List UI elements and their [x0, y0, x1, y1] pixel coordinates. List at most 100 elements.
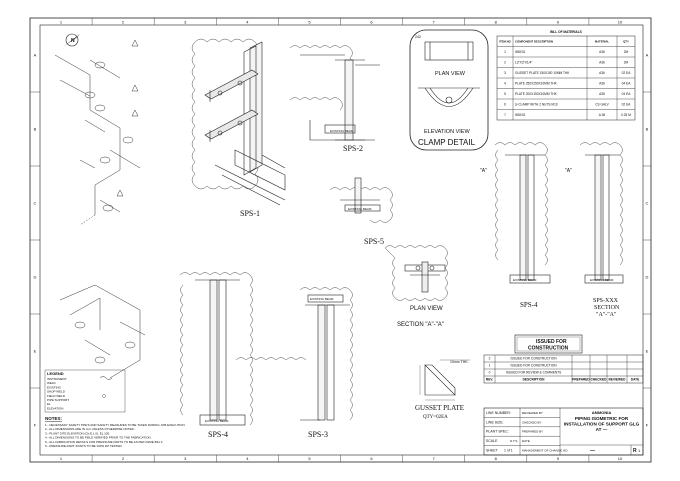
- sps4-left-label: SPS-4: [208, 430, 228, 439]
- clamp-elevation-view: ELEVATION VIEW: [424, 129, 470, 135]
- gusset-label: GUSSET PLATE: [415, 404, 464, 412]
- spsxxx-aa: "A"-"A": [596, 312, 617, 318]
- bom-cell: A36: [599, 92, 605, 96]
- grid-col-top-label: 1: [60, 20, 63, 25]
- issued-line-1: ISSUED FOR: [536, 339, 567, 345]
- grid-col-top-label: 10: [618, 20, 623, 25]
- svg-text:N: N: [71, 38, 75, 44]
- grid-col-bottom-label: 6: [370, 456, 373, 461]
- bom-title: BILL OF MATERIALS: [550, 30, 582, 34]
- isometric-piping-lower: [59, 284, 146, 379]
- grid-col-top-label: 6: [370, 20, 373, 25]
- bom-cell: A36: [599, 81, 605, 85]
- tb-mid-label: MANAGEMENT OF CHANGE NO.: [522, 449, 568, 453]
- grid-row-left-label: D: [34, 275, 37, 280]
- section-aa-label: SECTION "A"-"A": [397, 322, 444, 328]
- grid-col-bottom-label: 4: [246, 456, 249, 461]
- bom-cell: 4: [504, 81, 506, 85]
- grid-row-left-label: B: [34, 127, 37, 132]
- gusset-qty: QTY=02EA: [423, 415, 448, 420]
- sps4-right-view: [494, 142, 551, 284]
- legend-item: SHOP WELD: [47, 390, 66, 394]
- tb-title-2: INSTALLATION OF SUPPORT GLG: [564, 422, 640, 427]
- bom-cell: 02 EA: [622, 71, 632, 75]
- grid-col-bottom-label: 9: [557, 456, 560, 461]
- rev-header-cell: PREPARED: [572, 378, 590, 382]
- note-item: 3.- PLANT SITE ELEVATION (Ch.E.L 0), EL …: [45, 431, 110, 435]
- bom-cell: 04 EA: [622, 81, 632, 85]
- sps1-isometric-view: [191, 38, 286, 206]
- tb-rev-value: 1: [638, 448, 641, 453]
- rev-cell: ISSUED FOR REVIEW & COMMENTS: [506, 371, 561, 375]
- notes: NOTES: 1.- NECESSARY SAFETY PPE'S AND SA…: [45, 416, 186, 448]
- bom-cell: A 36: [599, 113, 606, 117]
- legend-item: EXISTING: [47, 385, 62, 389]
- spsxxx-existing-beam: EXISTING BEAM: [590, 278, 614, 282]
- legend-item: FIELD WELD: [47, 394, 66, 398]
- rev-header-cell: REVIEWED: [608, 378, 626, 382]
- issued-stamp: ISSUED FOR CONSTRUCTION: [514, 334, 583, 354]
- bom-cell: 02 EA: [622, 102, 632, 106]
- grid-col-bottom-label: 10: [618, 456, 623, 461]
- grid-row-left-label: E: [34, 349, 37, 354]
- note-item: 5.- ALL FABRICATION DETAILS FOR PRESSURE…: [45, 440, 163, 444]
- rev-header-cell: REV.: [486, 378, 493, 382]
- tb-left-label: PLANT SPEC:: [486, 430, 509, 434]
- grid-col-bottom-label: 5: [308, 456, 311, 461]
- grid-col-bottom-label: 2: [122, 456, 125, 461]
- rev-cell: 1: [489, 364, 491, 368]
- bom-header-cell: QTY: [623, 39, 629, 43]
- issued-line-2: CONSTRUCTION: [528, 346, 569, 352]
- grid-col-top-label: 2: [122, 20, 125, 25]
- legend-item: WELD: [47, 381, 57, 385]
- grid-col-top-label: 9: [557, 20, 560, 25]
- tb-left-label: SHEET: [486, 449, 499, 453]
- grid-col-top-label: 7: [433, 20, 436, 25]
- bom-cell: A36: [599, 60, 605, 64]
- note-item: 1.- NECESSARY SAFETY PPE'S AND SAFETY ME…: [45, 423, 186, 427]
- bom-cell: 2: [504, 60, 506, 64]
- bom-cell: 04 EA: [622, 92, 632, 96]
- grid-col-top-label: 8: [495, 20, 498, 25]
- rev-cell: ISSUED FOR CONSTRUCTION: [510, 364, 557, 368]
- grid-row-right-label: F: [646, 423, 649, 428]
- spsxxx-label: SPS-XXX: [593, 298, 619, 304]
- rev-header-cell: DATE: [631, 378, 639, 382]
- gusset-plate-view: [419, 359, 470, 401]
- sps4-left-view: [179, 272, 253, 426]
- grid-col-top-label: 5: [308, 20, 311, 25]
- sps2-existing-beam: EXISTING BEAM: [330, 129, 354, 133]
- bom-cell: 3: [504, 71, 506, 75]
- bom-cell: PLATE 200X150X10MM THK: [515, 92, 558, 96]
- grid-row-right-label: D: [646, 275, 649, 280]
- bom-cell: 1: [504, 50, 506, 54]
- bom-cell: A36: [599, 50, 605, 54]
- clamp-dim-242: 242: [415, 35, 421, 39]
- note-item: 6.- PRESSURE PART JOINTS TO BE 100% DP T…: [45, 444, 123, 448]
- legend-item: ELEVATION: [47, 406, 63, 410]
- bom-cell: A36: [599, 71, 605, 75]
- bom-cell: 0.25 M: [621, 113, 631, 117]
- clamp-plan-view: PLAN VIEW: [435, 71, 466, 77]
- rev-header-cell: DESCRIPTION: [523, 378, 545, 382]
- tb-title-1: PIPING ISOMETRIC FOR: [575, 416, 629, 421]
- bom-header-cell: COMPONENT DESCRIPTION: [515, 39, 553, 43]
- sps5-existing-beam: EXISTING BEAM: [348, 207, 372, 211]
- tb-mid-label: PREPARED BY: [522, 430, 543, 434]
- bom-cell: GUSSET PLATE 150X150 10MM THK: [515, 71, 570, 75]
- gusset-thk: 10mm THK.: [450, 360, 469, 364]
- inner-border: [39, 24, 644, 456]
- grid-row-left-label: C: [34, 201, 37, 206]
- plan-view-label: PLAN VIEW: [410, 306, 443, 312]
- grid-col-top-label: 3: [184, 20, 187, 25]
- grid-col-bottom-label: 8: [495, 456, 498, 461]
- bom-cell: W8X31: [515, 113, 526, 117]
- spsxxx-view: [579, 142, 624, 284]
- tb-rev-label: R: [633, 448, 637, 454]
- plan-view-section: [384, 245, 448, 301]
- note-item: 2.- ALL DIMENSIONS ARE IN mm UNLESS OTHE…: [45, 427, 135, 431]
- tb-scale-value: N.T.S: [510, 439, 517, 443]
- grid-col-bottom-label: 1: [60, 456, 63, 461]
